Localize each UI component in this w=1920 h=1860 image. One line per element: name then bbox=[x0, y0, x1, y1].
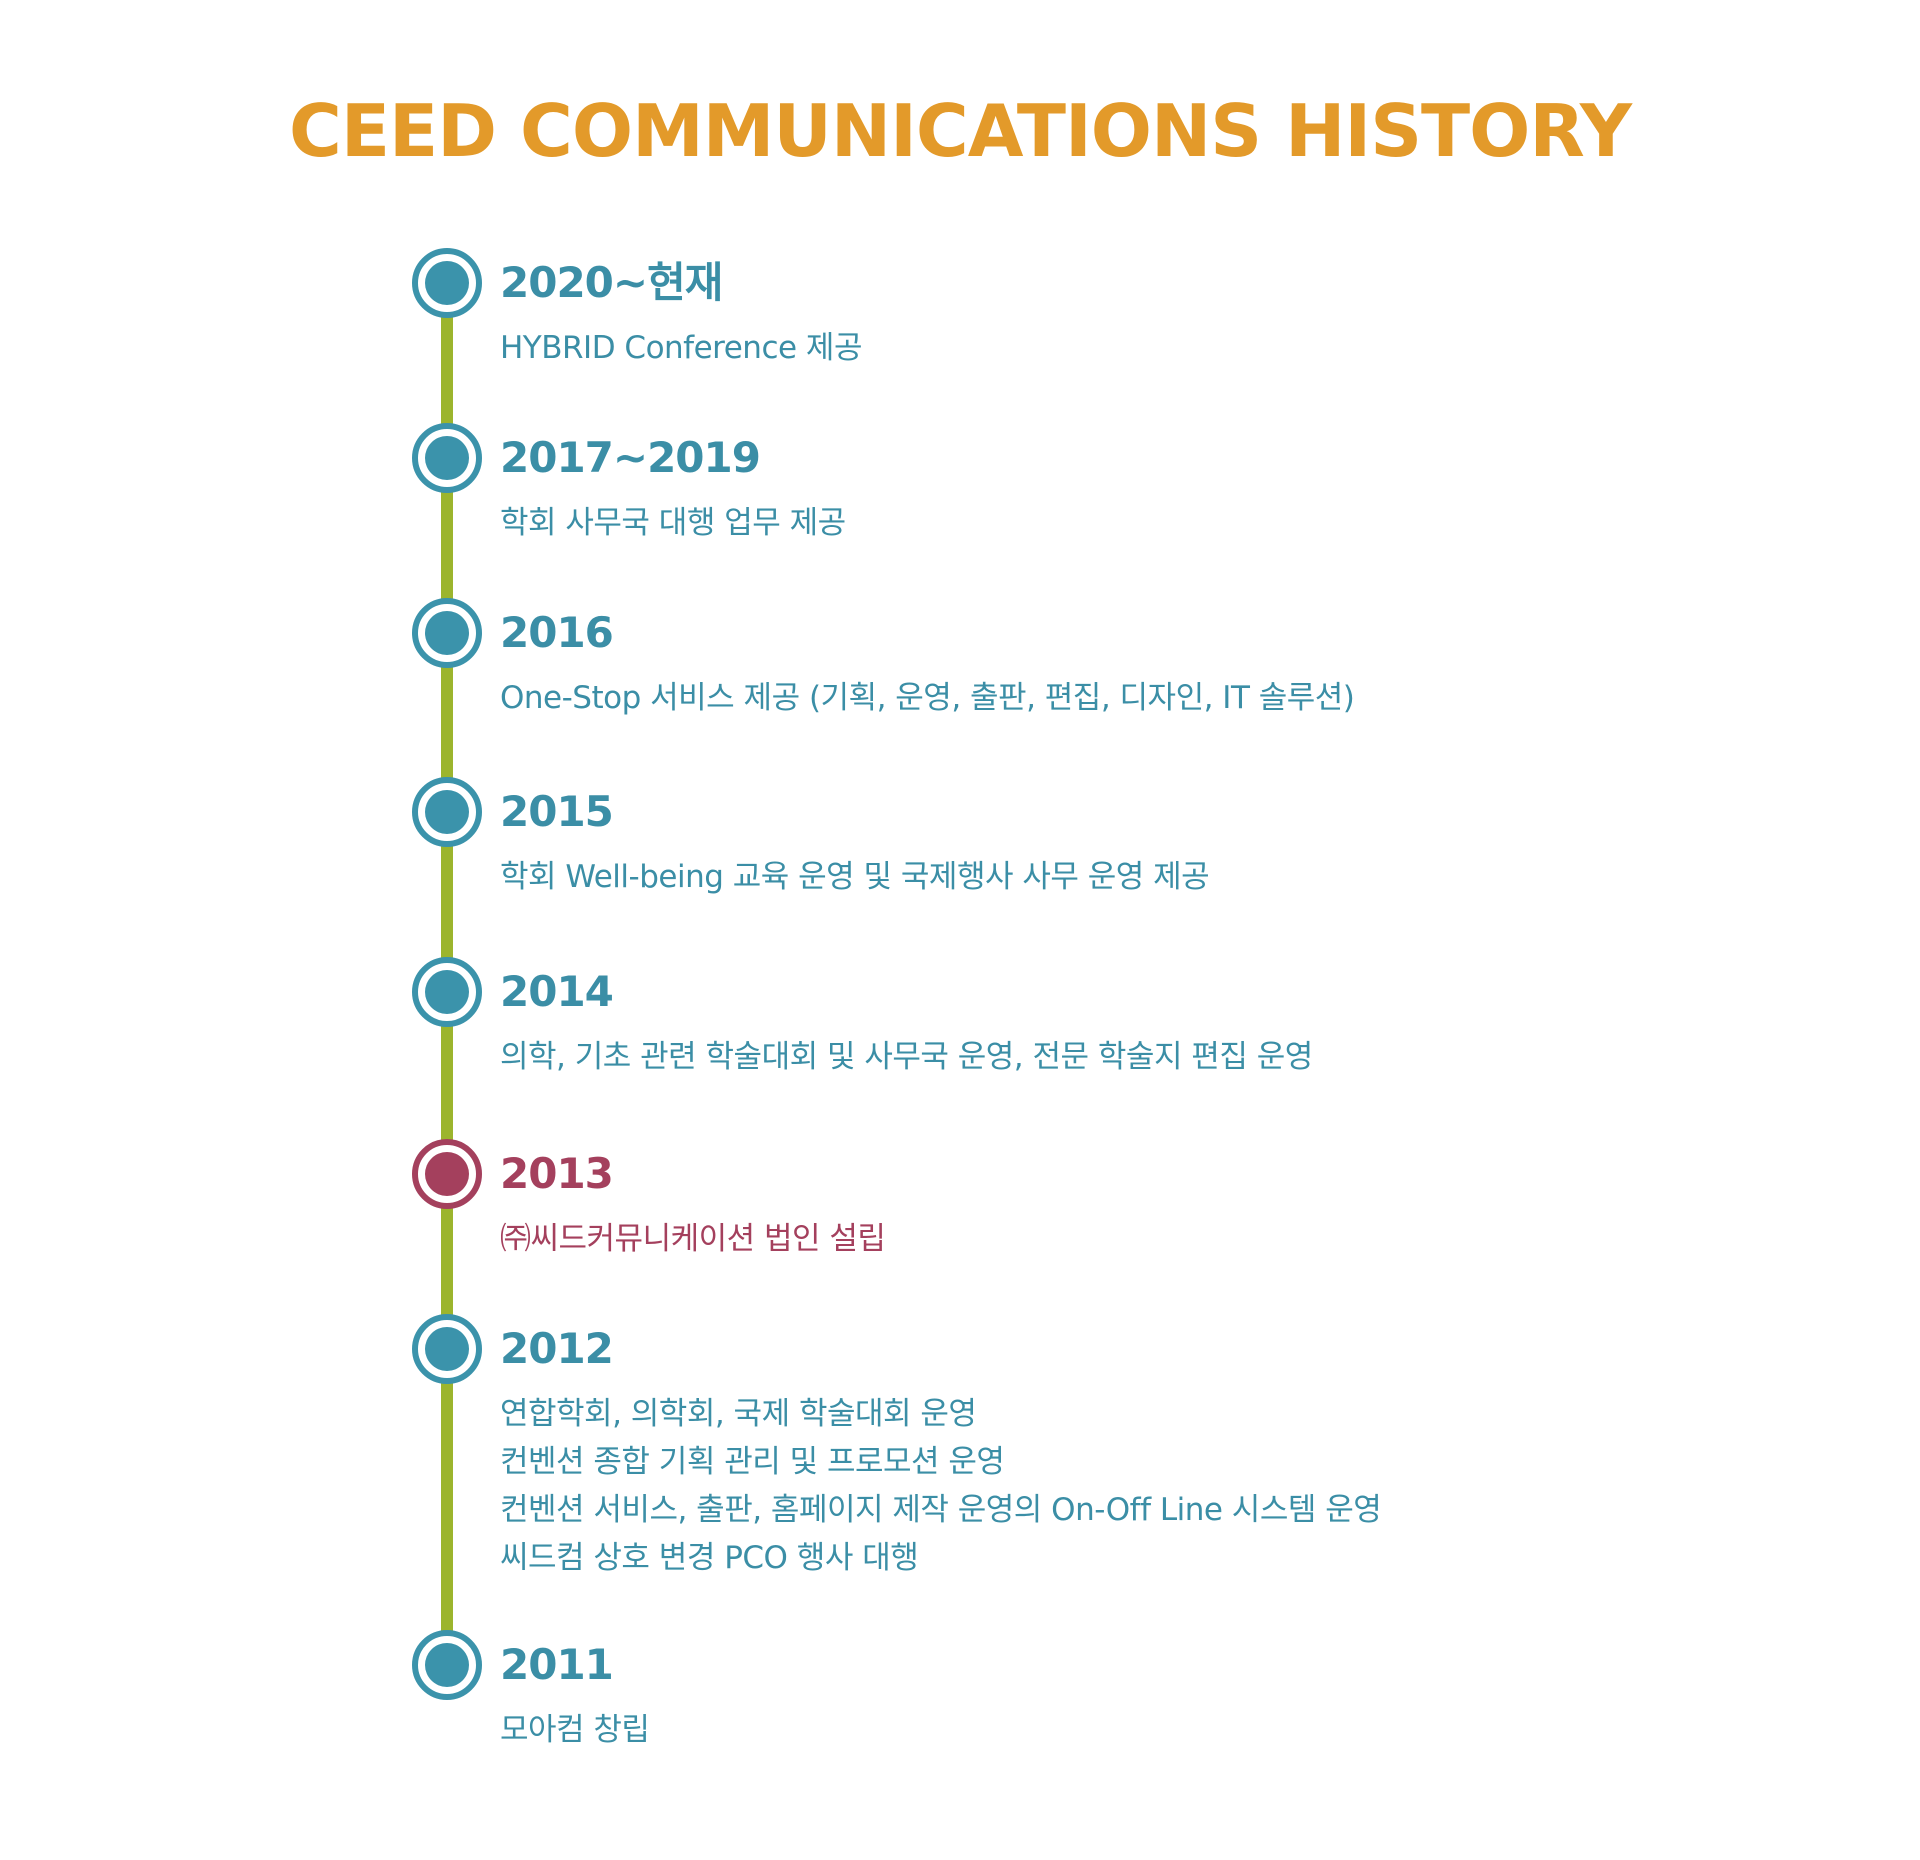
timeline-description-line: One-Stop 서비스 제공 (기획, 운영, 출판, 편집, 디자인, IT… bbox=[500, 680, 1355, 716]
timeline-year: 2020~현재 bbox=[500, 258, 723, 307]
timeline-description-line: HYBRID Conference 제공 bbox=[500, 330, 862, 366]
page-title: CEED COMMUNICATIONS HISTORY bbox=[288, 89, 1632, 173]
timeline-description: 모아컴 창립 bbox=[500, 1706, 650, 1754]
timeline-year: 2016 bbox=[500, 608, 614, 657]
timeline-description-line: 씨드컴 상호 변경 PCO 행사 대행 bbox=[500, 1540, 919, 1576]
timeline-description-line: 의학, 기초 관련 학술대회 및 사무국 운영, 전문 학술지 편집 운영 bbox=[500, 1039, 1313, 1075]
timeline-description-line: 모아컴 창립 bbox=[500, 1712, 650, 1748]
timeline-marker-icon bbox=[412, 1139, 482, 1209]
timeline-description-line: ㈜씨드커뮤니케이션 법인 설립 bbox=[500, 1221, 886, 1257]
timeline-year: 2014 bbox=[500, 967, 614, 1016]
timeline-year: 2015 bbox=[500, 787, 614, 836]
timeline-description-line: 학회 Well-being 교육 운영 및 국제행사 사무 운영 제공 bbox=[500, 859, 1210, 895]
timeline-description: One-Stop 서비스 제공 (기획, 운영, 출판, 편집, 디자인, IT… bbox=[500, 674, 1355, 722]
timeline-description: HYBRID Conference 제공 bbox=[500, 324, 862, 372]
timeline-year: 2017~2019 bbox=[500, 433, 761, 482]
timeline-description: 학회 사무국 대행 업무 제공 bbox=[500, 499, 846, 547]
timeline-marker-icon bbox=[412, 957, 482, 1027]
timeline-marker-icon bbox=[412, 248, 482, 318]
timeline-description-line: 학회 사무국 대행 업무 제공 bbox=[500, 505, 846, 541]
timeline-marker-icon bbox=[412, 1314, 482, 1384]
timeline-description: 연합학회, 의학회, 국제 학술대회 운영 컨벤션 종합 기획 관리 및 프로모… bbox=[500, 1390, 1382, 1582]
timeline-marker-icon bbox=[412, 1630, 482, 1700]
timeline-year: 2012 bbox=[500, 1324, 614, 1373]
timeline-year: 2011 bbox=[500, 1640, 614, 1689]
timeline-description: 학회 Well-being 교육 운영 및 국제행사 사무 운영 제공 bbox=[500, 853, 1210, 901]
timeline-description-line: 컨벤션 서비스, 출판, 홈페이지 제작 운영의 On-Off Line 시스템… bbox=[500, 1492, 1382, 1528]
timeline-description: ㈜씨드커뮤니케이션 법인 설립 bbox=[500, 1215, 886, 1263]
timeline-year: 2013 bbox=[500, 1149, 614, 1198]
timeline-description-line: 컨벤션 종합 기획 관리 및 프로모션 운영 bbox=[500, 1444, 1005, 1480]
timeline-description-line: 연합학회, 의학회, 국제 학술대회 운영 bbox=[500, 1396, 977, 1432]
timeline-marker-icon bbox=[412, 598, 482, 668]
timeline-marker-icon bbox=[412, 423, 482, 493]
timeline-marker-icon bbox=[412, 777, 482, 847]
timeline-description: 의학, 기초 관련 학술대회 및 사무국 운영, 전문 학술지 편집 운영 bbox=[500, 1033, 1313, 1081]
